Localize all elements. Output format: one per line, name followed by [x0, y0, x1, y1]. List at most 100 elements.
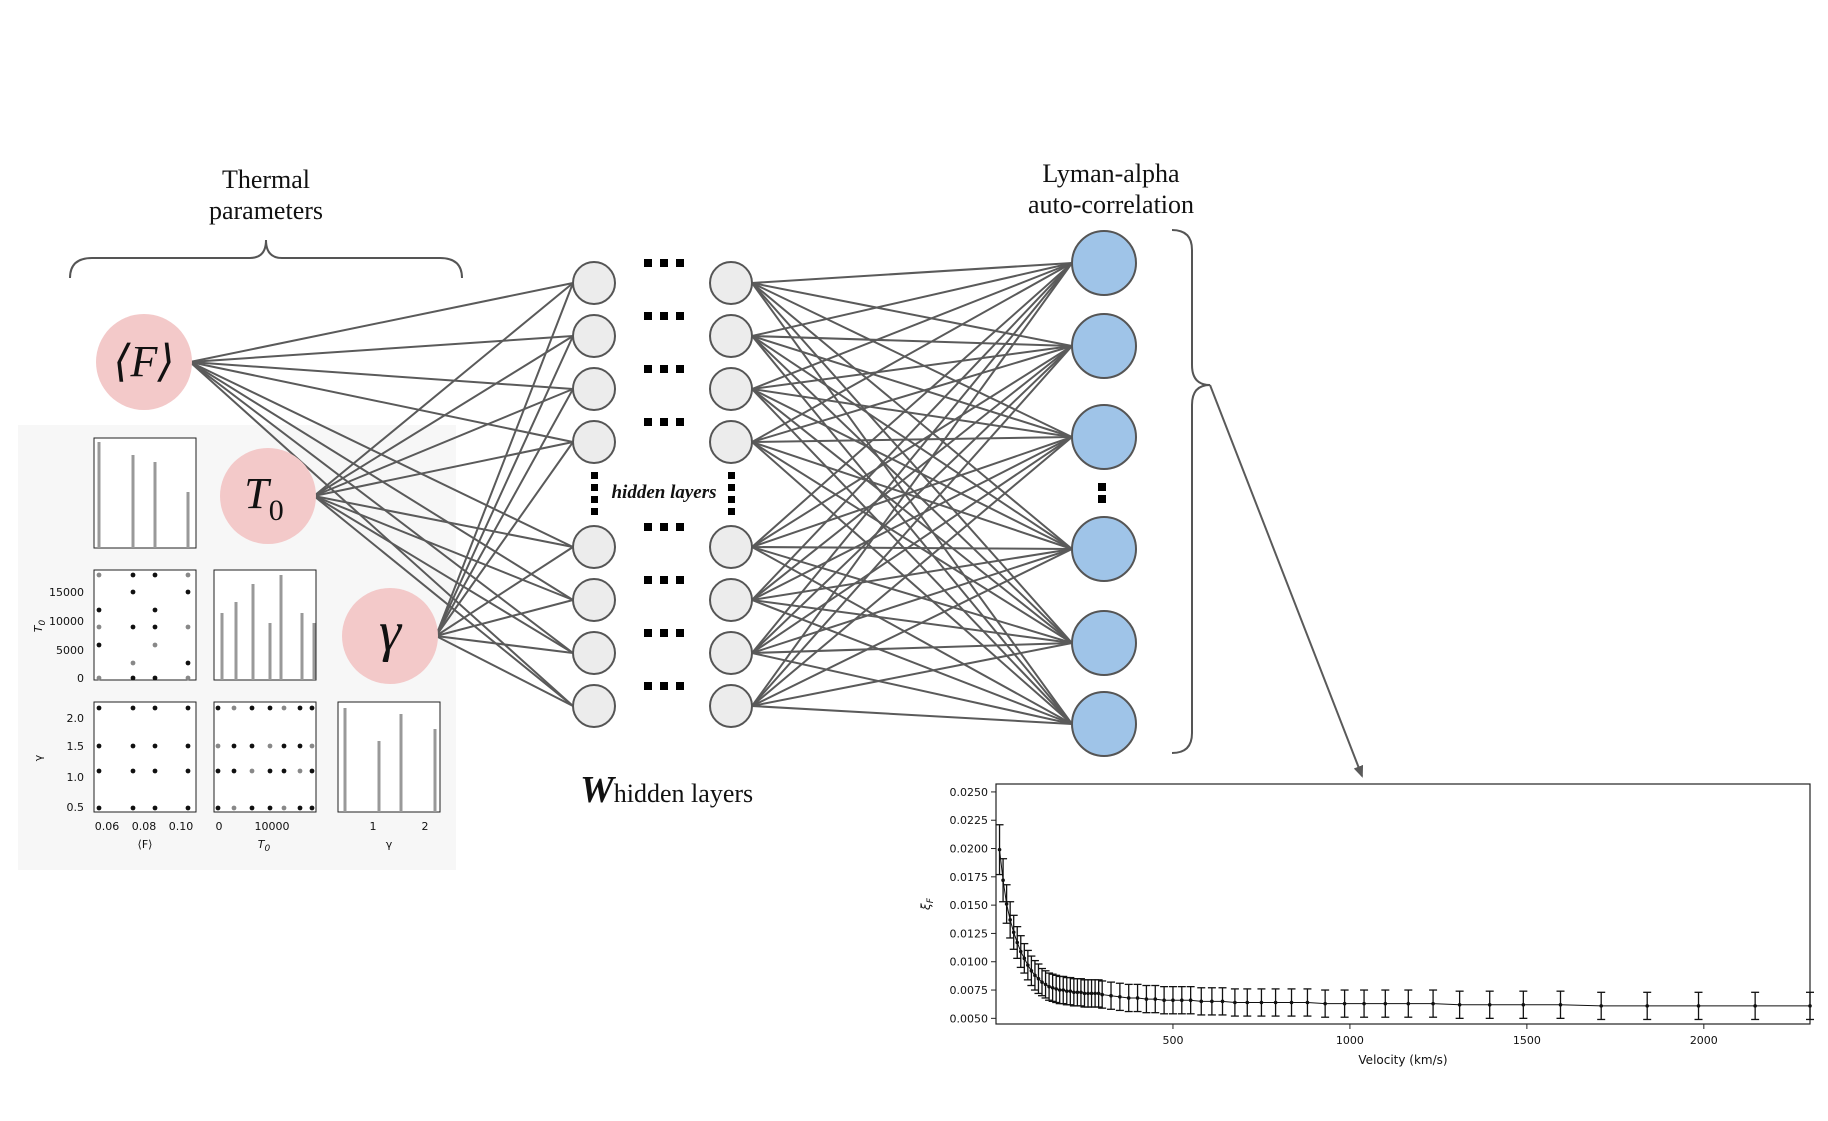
edge-input-2-hidden-7: [435, 635, 574, 707]
hidden-node-first-3: [572, 420, 616, 464]
edge-input-2-hidden-6: [435, 635, 574, 654]
scatter-gamma-temp-point: [297, 805, 303, 811]
ellipsis-dot-row1-1: [660, 312, 668, 320]
edge-hidden-7-output-1: [751, 345, 1073, 707]
flux-symbol: ⟨F⟩: [113, 337, 174, 386]
edge-hidden-3-output-4: [751, 441, 1073, 644]
output-vertical-ellipsis-dot-0: [1098, 483, 1106, 491]
ellipsis-dot-row7-2: [676, 682, 684, 690]
ellipsis-dot-row4-2: [676, 523, 684, 531]
edge-input-0-hidden-1: [189, 335, 574, 363]
edge-hidden-6-output-0: [751, 262, 1073, 654]
edge-input-0-hidden-0: [189, 282, 574, 363]
scatter-gamma-flux-point: [96, 768, 102, 774]
vertical-ellipsis-dot-0-0: [591, 472, 598, 479]
hist-temp-panel: [213, 569, 317, 681]
edge-hidden-6-output-3: [751, 548, 1073, 654]
ellipsis-dot-row3-2: [676, 418, 684, 426]
edge-hidden-5-output-4: [751, 599, 1073, 644]
edge-hidden-7-output-0: [751, 262, 1073, 707]
input-brace: [69, 239, 463, 279]
output-node-4: [1071, 610, 1137, 676]
hidden-node-last-0: [709, 261, 753, 305]
scatter-gamma-temp-point: [249, 805, 255, 811]
scatter-gamma-flux-point: [130, 768, 136, 774]
y-tick-label-2: 0.0100: [950, 956, 989, 969]
edge-input-2-hidden-5: [435, 599, 574, 637]
scatter-temp-flux-point: [152, 572, 158, 578]
scatter-gamma-temp-point: [249, 705, 255, 711]
network-edges: [189, 262, 1073, 725]
edge-hidden-7-output-5: [751, 705, 1073, 725]
edge-input-2-hidden-3: [435, 441, 574, 637]
scatter-gamma-flux-point: [152, 768, 158, 774]
edge-hidden-5-output-5: [751, 599, 1073, 725]
temp-tick-label-0: 0: [77, 672, 84, 685]
edge-hidden-3-output-2: [751, 436, 1073, 443]
x-tick-label-0: 500: [1162, 1034, 1183, 1047]
edge-input-1-hidden-1: [313, 335, 574, 497]
scatter-gamma-temp-point: [267, 705, 273, 711]
flux-axis-label: ⟨F⟩: [138, 838, 153, 851]
ellipsis-dot-row5-0: [644, 576, 652, 584]
y-tick-label-0: 0.0050: [950, 1012, 989, 1025]
output-node-0: [1071, 230, 1137, 296]
edge-hidden-5-output-0: [751, 262, 1073, 601]
edge-input-2-hidden-2: [435, 388, 574, 637]
edge-hidden-3-output-1: [751, 345, 1073, 443]
ellipsis-dot-row5-2: [676, 576, 684, 584]
temp-axis-label: T0: [258, 838, 271, 854]
edge-input-0-hidden-6: [189, 361, 574, 654]
edge-input-2-hidden-4: [435, 546, 574, 637]
scatter-temp-flux-point: [185, 624, 191, 630]
scatter-temp-flux-point: [152, 675, 158, 681]
edge-hidden-6-output-1: [751, 345, 1073, 654]
scatter-temp-flux-point: [96, 607, 102, 613]
hidden-node-last-1: [709, 314, 753, 358]
y-tick-label-3: 0.0125: [950, 927, 989, 940]
flux-tick-label-1: 0.08: [132, 820, 157, 833]
edge-hidden-5-output-1: [751, 345, 1073, 601]
scatter-temp-flux-point: [96, 675, 102, 681]
temp-y-axis-label-symbol: T: [32, 624, 45, 632]
edge-input-1-hidden-5: [313, 495, 574, 601]
scatter-gamma-temp-point: [267, 805, 273, 811]
vertical-ellipsis-dot-1-0: [728, 472, 735, 479]
y-tick-label-1: 0.0075: [950, 984, 989, 997]
chart-background: [912, 778, 1814, 1026]
scatter-temp-flux-point: [96, 642, 102, 648]
y-axis-label: ξF: [919, 897, 936, 911]
scatter-temp-flux-point: [130, 660, 136, 666]
scatter-temp-flux-point: [152, 642, 158, 648]
gamma-tick-label-2: 1.5: [67, 740, 85, 753]
ellipsis-dot-row7-1: [660, 682, 668, 690]
edge-input-0-hidden-3: [189, 361, 574, 443]
edge-hidden-0-output-2: [751, 282, 1073, 438]
hidden-node-first-4: [572, 525, 616, 569]
edge-hidden-2-output-3: [751, 388, 1073, 550]
hidden-node-first-7: [572, 684, 616, 728]
scatter-gamma-flux-point: [96, 805, 102, 811]
edge-hidden-3-output-0: [751, 262, 1073, 443]
scatter-temp-flux-point: [185, 572, 191, 578]
x-tick-label-2: 1500: [1513, 1034, 1541, 1047]
autocorrelation-chart: 0.00500.00750.01000.01250.01500.01750.02…: [919, 783, 1814, 1067]
scatter-gamma-temp-point: [281, 768, 287, 774]
temp-axis-label-symbol: T: [258, 838, 266, 851]
edge-input-1-hidden-0: [313, 282, 574, 497]
edge-input-1-hidden-2: [313, 388, 574, 497]
ellipsis-dot-row3-0: [644, 418, 652, 426]
temp-tick-label-3: 15000: [49, 586, 84, 599]
edge-input-2-hidden-0: [435, 282, 574, 637]
ellipsis-dot-row3-1: [660, 418, 668, 426]
output-vertical-ellipsis-dot-1: [1098, 495, 1106, 503]
edge-hidden-2-output-5: [751, 388, 1073, 725]
temp-y-axis-label: T0: [32, 620, 48, 633]
edge-hidden-7-output-2: [751, 436, 1073, 707]
scatter-gamma-flux-point: [152, 805, 158, 811]
flux-tick-label-2: 0.10: [169, 820, 194, 833]
gamma-y-axis-label: γ: [32, 754, 45, 761]
output-node-1: [1071, 313, 1137, 379]
